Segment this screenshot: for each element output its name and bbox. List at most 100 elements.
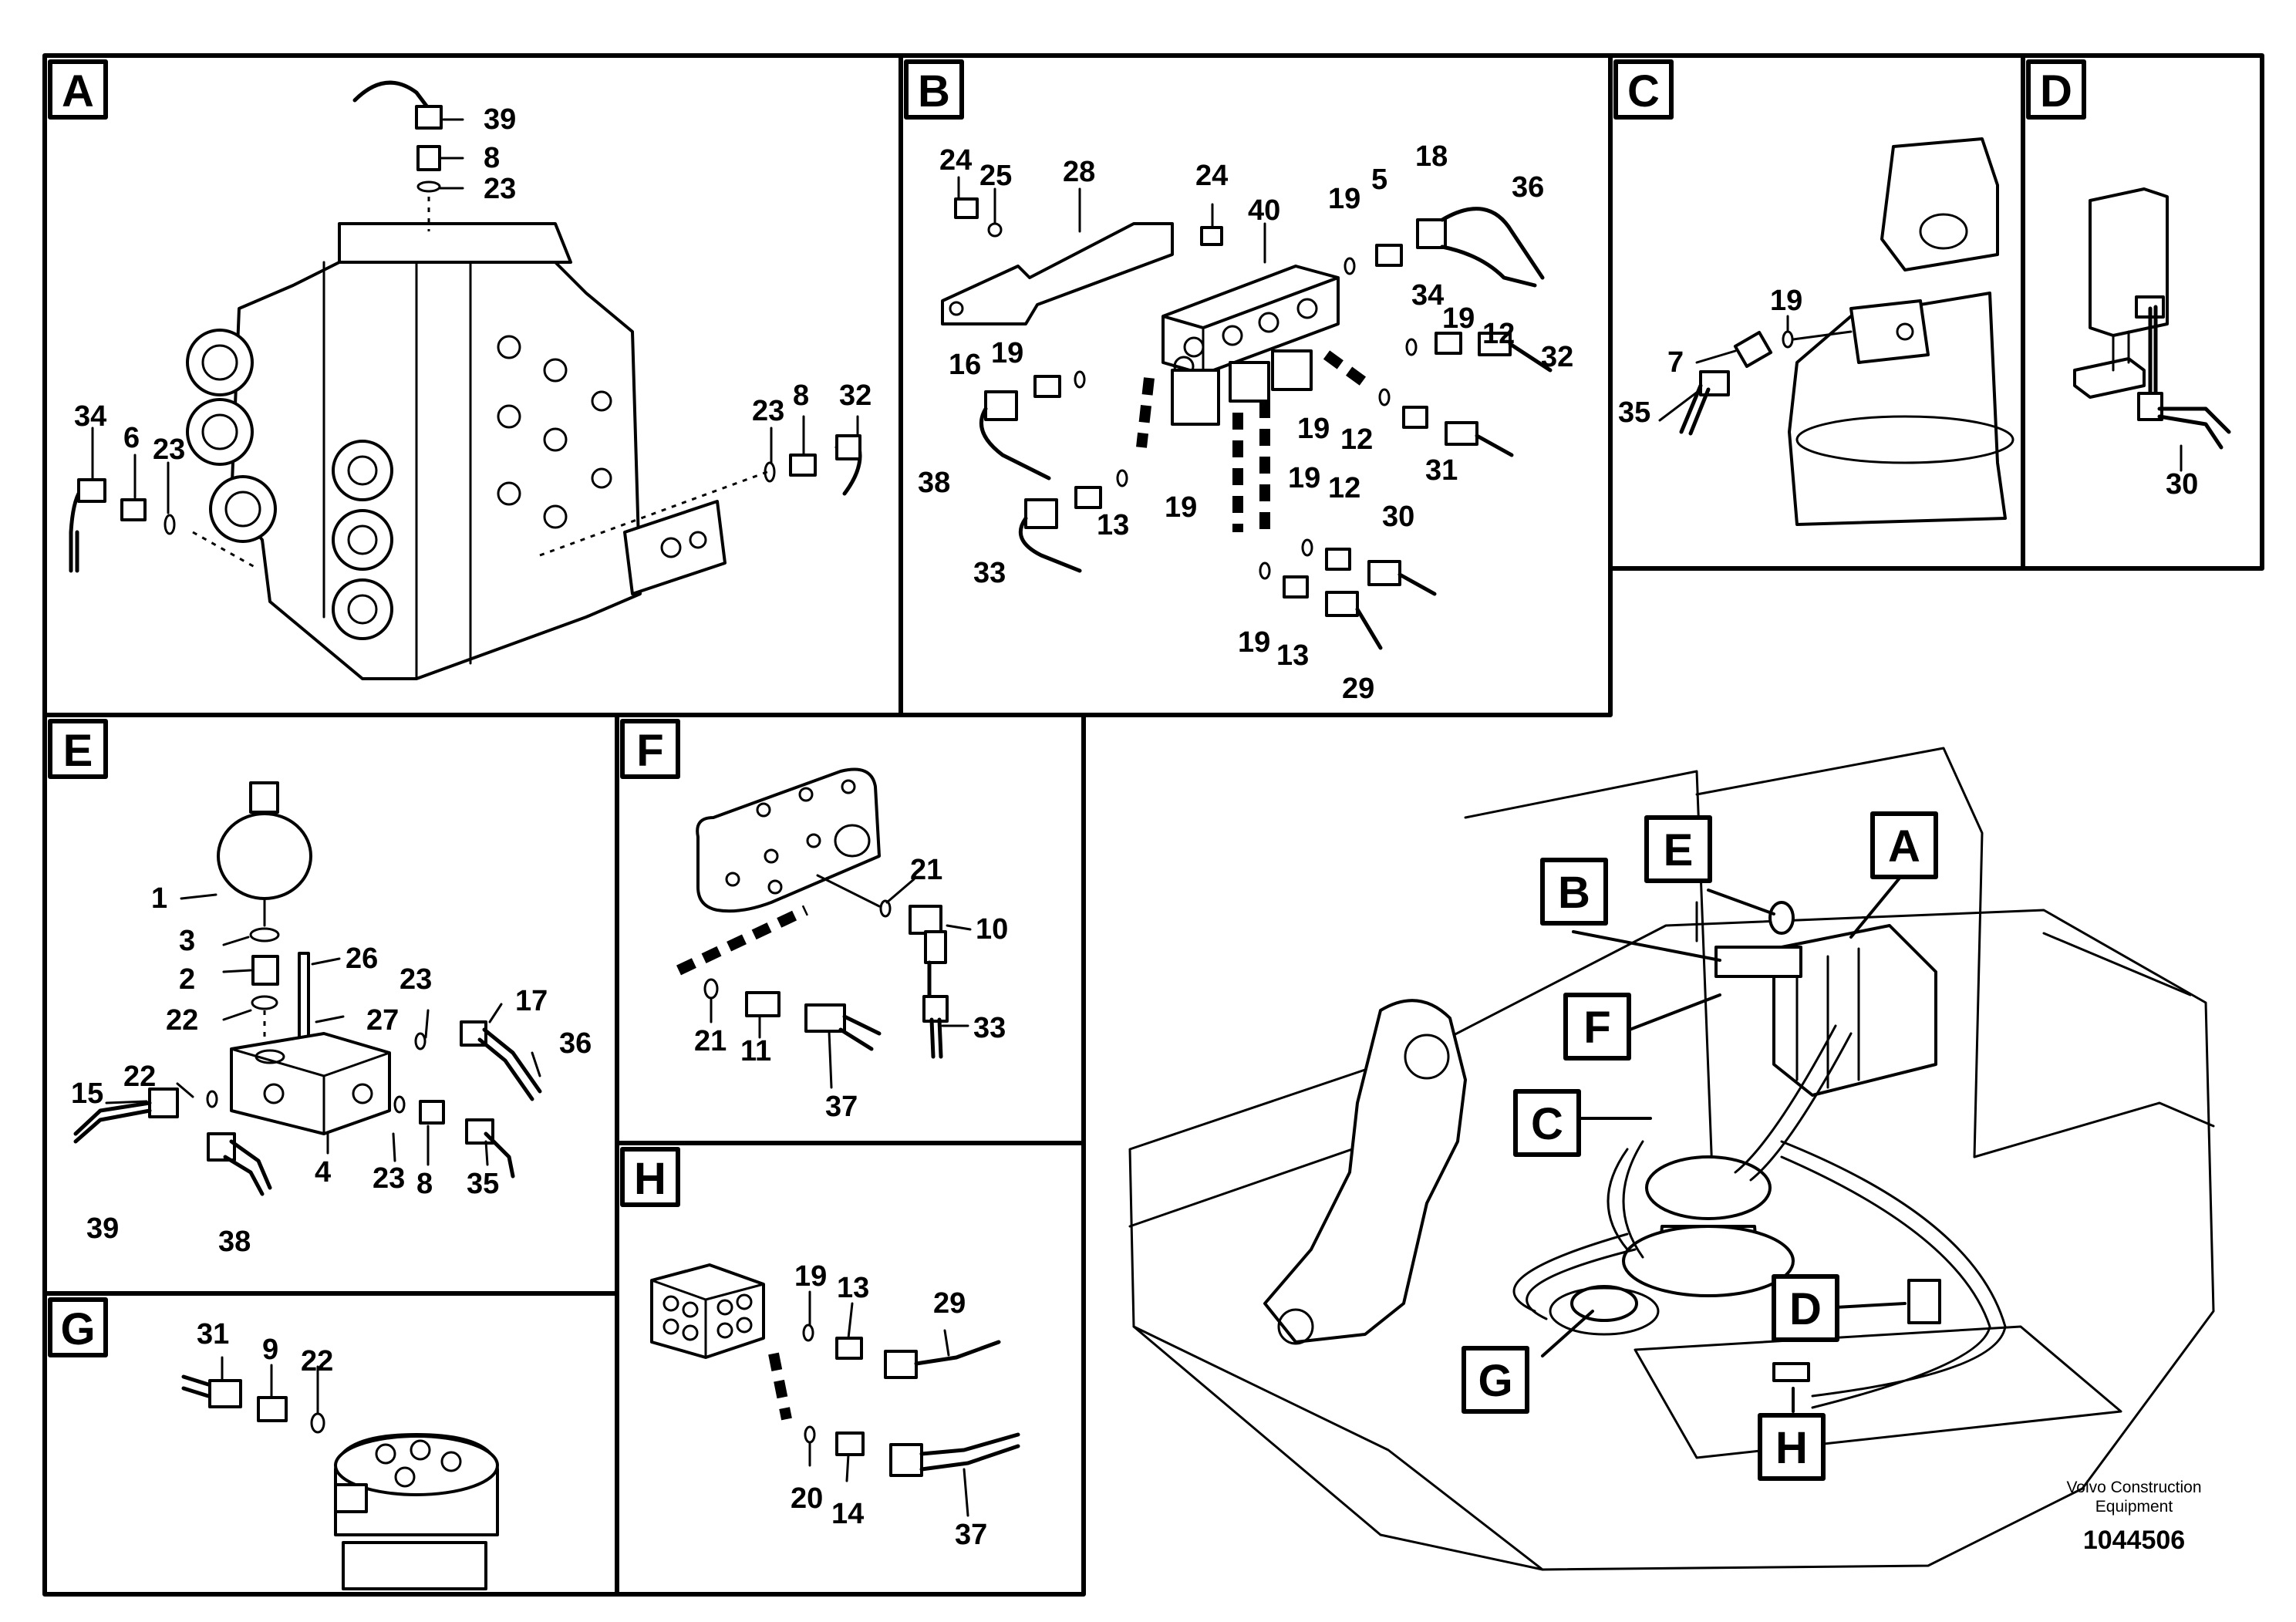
callout: 13 — [837, 1272, 869, 1304]
callout: 24 — [1195, 160, 1228, 192]
callout: 24 — [939, 144, 972, 177]
callout: 19 — [1238, 626, 1270, 659]
callout: 35 — [1618, 396, 1650, 429]
panel-d-drawing — [2073, 187, 2231, 472]
panel-frame-h — [615, 1141, 1086, 1597]
callout: 7 — [1667, 346, 1684, 379]
document-number: 1044506 — [2083, 1526, 2185, 1555]
panel-d-callouts: 30 — [2166, 468, 2198, 501]
callout: 38 — [218, 1226, 251, 1258]
panel-h-callouts: 19 13 29 20 14 37 — [791, 1260, 987, 1551]
callout: 3 — [179, 925, 195, 957]
main-control-valve — [230, 261, 642, 680]
svg-text:H: H — [634, 1154, 666, 1204]
accumulator — [217, 812, 312, 900]
panel-f-drawing — [676, 767, 972, 1089]
overview-marker-c: C — [1513, 1089, 1581, 1157]
callout: 12 — [1328, 472, 1360, 504]
callout: 8 — [484, 142, 500, 174]
valve-top-cover — [338, 222, 572, 264]
panel-b-drawing — [941, 176, 1553, 650]
panel-e-callouts: 1 3 26 2 23 22 27 17 36 15 22 4 23 8 35 … — [71, 882, 592, 1258]
callout: 29 — [1342, 673, 1374, 705]
overview-swing-motor — [1645, 1155, 1772, 1220]
callout: 10 — [976, 913, 1008, 946]
callout: 22 — [166, 1004, 198, 1037]
callout: 19 — [1442, 302, 1475, 335]
callout: 23 — [373, 1162, 405, 1195]
panel-a-callouts: 39 8 23 34 6 23 23 8 32 — [74, 103, 872, 466]
callout: 21 — [694, 1025, 727, 1057]
panel-label-e: E — [48, 719, 108, 779]
callout: 23 — [400, 963, 432, 996]
callout: 8 — [416, 1168, 433, 1200]
overview-swivel — [1570, 1285, 1638, 1322]
callout: 1 — [151, 882, 167, 915]
panel-h-drawing — [650, 1263, 1020, 1517]
overview-valve-d — [1907, 1279, 1941, 1324]
callout: 33 — [973, 1012, 1006, 1044]
callout: 2 — [179, 963, 195, 996]
callout: 11 — [740, 1035, 771, 1067]
callout: 8 — [793, 379, 809, 412]
callout: 25 — [979, 160, 1012, 192]
callout: 17 — [515, 985, 548, 1017]
callout: 29 — [933, 1287, 966, 1320]
panel-frames — [42, 53, 2264, 1597]
svg-text:A: A — [62, 66, 94, 116]
callout: 40 — [1248, 194, 1280, 227]
panel-label-f: F — [620, 719, 680, 779]
callout: 13 — [1276, 639, 1309, 672]
callout: 12 — [1482, 318, 1515, 350]
callout: 19 — [991, 337, 1023, 369]
callout: 23 — [484, 173, 516, 205]
callout: 36 — [1512, 171, 1544, 204]
panel-a-drawing — [69, 80, 862, 680]
panel-label-b: B — [904, 59, 964, 120]
callout: 16 — [949, 349, 981, 381]
callout: 6 — [123, 422, 140, 454]
svg-text:G: G — [1478, 1356, 1512, 1406]
callout: 26 — [346, 943, 378, 975]
panel-frame-g — [42, 1291, 619, 1597]
callout: 35 — [467, 1168, 499, 1200]
panel-f-callouts: 21 10 33 21 11 37 — [694, 854, 1008, 1123]
callout: 18 — [1415, 140, 1448, 173]
callout: 37 — [825, 1091, 858, 1123]
callout: 32 — [1541, 341, 1573, 373]
overview-marker-e: E — [1644, 815, 1712, 883]
callout: 5 — [1371, 164, 1387, 196]
svg-text:C: C — [1627, 66, 1660, 116]
overview-control-valve — [1772, 924, 1937, 1097]
panel-frame-d — [2021, 53, 2264, 571]
panel-label-h: H — [620, 1147, 680, 1207]
panel-label-g: G — [48, 1297, 108, 1357]
overview-marker-f: F — [1563, 993, 1631, 1061]
callout: 19 — [794, 1260, 827, 1293]
callout: 21 — [910, 854, 942, 886]
callout: 39 — [484, 103, 516, 136]
overview-marker-h: H — [1758, 1413, 1826, 1481]
callout: 19 — [1297, 413, 1330, 445]
callout: 30 — [1382, 501, 1414, 533]
callout: 19 — [1288, 462, 1320, 494]
callout: 13 — [1097, 509, 1129, 541]
overview-marker-a: A — [1870, 811, 1938, 879]
svg-text:H: H — [1775, 1423, 1808, 1473]
svg-text:D: D — [2040, 66, 2072, 116]
callout: 14 — [831, 1498, 864, 1530]
callout: 34 — [74, 400, 106, 433]
callout: 23 — [153, 433, 185, 466]
callout: 38 — [918, 467, 950, 499]
panel-label-d: D — [2026, 59, 2086, 120]
callout: 30 — [2166, 468, 2198, 501]
pilot-block — [623, 500, 727, 595]
svg-text:F: F — [636, 726, 663, 776]
footer: Volvo Construction Equipment 1044506 — [2066, 1479, 2201, 1555]
svg-text:B: B — [1558, 868, 1590, 918]
svg-text:B: B — [918, 66, 950, 116]
callout: 20 — [791, 1482, 823, 1515]
overview-accumulator — [1768, 901, 1795, 935]
overview-drawing — [1128, 747, 2215, 1571]
